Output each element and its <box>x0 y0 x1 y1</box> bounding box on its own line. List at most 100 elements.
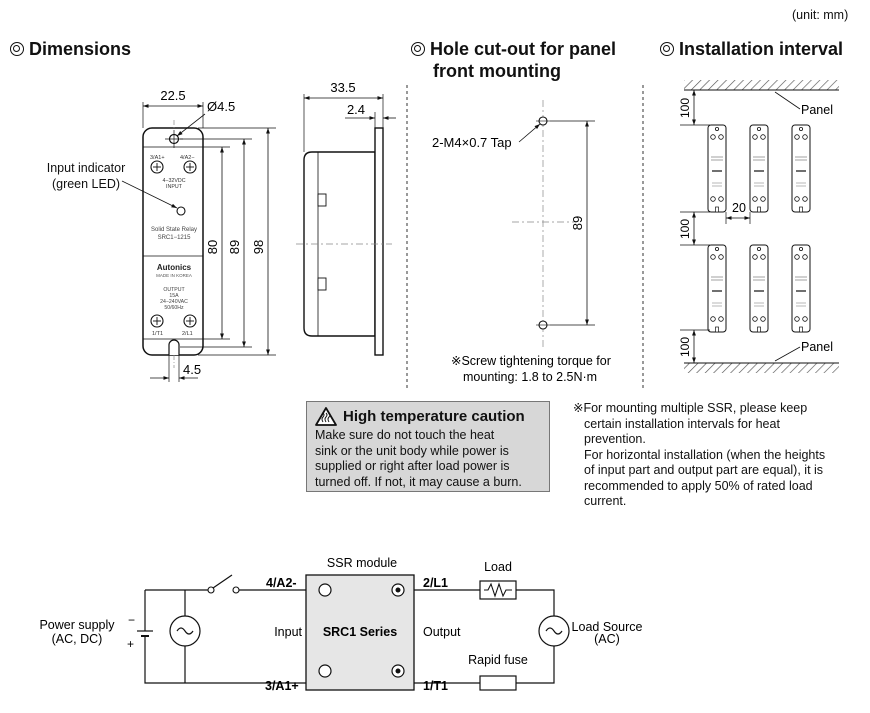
side-heatsink-flange <box>374 127 384 356</box>
caution-line-2: sink or the unit body while power is <box>315 443 509 458</box>
mini-ssr-screw-icon <box>760 134 766 140</box>
mini-ssr-screw-icon <box>718 316 724 322</box>
mini-ssr-slot <box>799 206 803 213</box>
circuit-term-a2: 4/A2- <box>266 576 297 590</box>
front-input-spec-1: 4−32VDC <box>162 178 185 184</box>
unit-note: (unit: mm) <box>792 8 849 22</box>
dim-hole-dia-label: Ø4.5 <box>207 99 235 114</box>
torque-note-line2: mounting: 1.8 to 2.5N·m <box>463 370 597 384</box>
dim-depth-label: 33.5 <box>330 80 355 95</box>
mini-ssr-hole-icon <box>715 246 720 251</box>
circuit-term-l1: 2/L1 <box>423 576 448 590</box>
mini-ssr-hole-icon <box>757 246 762 251</box>
panel-top-label: Panel <box>801 103 833 117</box>
interval-100-mid: 100 <box>678 219 692 239</box>
mini-ssr-screw-icon <box>710 196 716 202</box>
hole-cutout-heading-line1: Hole cut-out for panel <box>430 39 616 59</box>
mounting-note-line-6: recommended to apply 50% of rated load <box>584 478 813 493</box>
load-resistor-icon <box>479 580 517 600</box>
hole-dim-89-label: 89 <box>570 216 585 230</box>
interval-100-top: 100 <box>678 98 692 118</box>
mounting-note-line-2: certain installation intervals for heat <box>584 416 780 431</box>
load-source-label-2: (AC) <box>594 632 620 646</box>
circle-bullet-icon <box>660 42 674 56</box>
ssr-module-label: SSR module <box>327 556 397 570</box>
mini-ssr-screw-icon <box>760 254 766 260</box>
mini-ssr-screw-icon <box>718 134 724 140</box>
input-label: Input <box>274 625 302 639</box>
installed-ssr-units <box>707 124 811 333</box>
front-output-4: 50/60Hz <box>164 305 184 311</box>
mini-ssr-slot <box>715 206 719 213</box>
front-term-l1: 2/L1 <box>182 331 193 337</box>
switch-contact-right-icon <box>232 586 240 594</box>
side-view: 33.5 2.4 <box>296 80 396 356</box>
front-dimension-lines: 22.5 Ø4.5 80 89 98 4.5 <box>142 88 276 382</box>
mini-ssr-slot <box>799 326 803 333</box>
input-led-icon <box>176 206 186 216</box>
hole-cutout-drawing: 2-M4×0.7 Tap 89 ※Screw tightening torque… <box>432 100 611 384</box>
rapid-fuse-icon <box>479 675 517 691</box>
wiring-diagram: − + SRC1 Series SSR module Input Output … <box>39 556 642 693</box>
installed-ssr-unit <box>791 124 811 213</box>
mounting-note-line-5: of input part and output part are equal)… <box>584 463 824 477</box>
mounting-note-line-3: prevention. <box>584 432 646 446</box>
installed-ssr-unit <box>749 244 769 333</box>
mini-ssr-screw-icon <box>794 134 800 140</box>
dim-98-label: 98 <box>251 240 266 254</box>
bottom-slot <box>168 339 180 355</box>
supply-minus: − <box>128 613 135 627</box>
mounting-note-line-4: For horizontal installation (when the he… <box>584 447 826 462</box>
front-view: 3/A1+ 4/A2− 4−32VDC INPUT Solid State Re… <box>121 120 204 368</box>
mini-ssr-screw-icon <box>794 196 800 202</box>
dimensions-heading: Dimensions <box>10 38 131 60</box>
front-output-2: 15A <box>169 293 179 299</box>
caution-line-1: Make sure do not touch the heat <box>315 428 495 442</box>
mini-ssr-screw-icon <box>710 316 716 322</box>
installation-heading: Installation interval <box>660 38 843 60</box>
torque-note-line1: ※Screw tightening torque for <box>451 354 611 368</box>
mini-ssr-screw-icon <box>718 254 724 260</box>
rapid-fuse-label: Rapid fuse <box>468 653 528 667</box>
mini-ssr-screw-icon <box>802 196 808 202</box>
switch-lever[interactable] <box>212 574 233 589</box>
circle-bullet-icon <box>10 42 24 56</box>
mini-ssr-screw-icon <box>802 254 808 260</box>
front-input-spec-2: INPUT <box>166 184 183 190</box>
circuit-term-t1: 1/T1 <box>423 679 448 693</box>
circuit-term-a1: 3/A1+ <box>265 679 299 693</box>
switch-contact-left-icon <box>207 586 215 594</box>
caution-line-3: supplied or right after load power is <box>315 459 510 473</box>
installed-ssr-unit <box>791 244 811 333</box>
front-device-model: SRC1−1215 <box>158 235 192 241</box>
ssr-terminal-a1-icon <box>318 664 332 678</box>
dim-4-5-label: 4.5 <box>183 362 201 377</box>
front-term-a2: 4/A2− <box>180 155 195 161</box>
caution-title: High temperature caution <box>315 407 541 426</box>
mini-ssr-screw-icon <box>752 316 758 322</box>
load-label: Load <box>484 560 512 574</box>
mini-ssr-screw-icon <box>794 316 800 322</box>
circuit-wires <box>144 589 555 684</box>
dim-width-label: 22.5 <box>160 88 185 103</box>
input-indicator-line1: Input indicator <box>46 161 126 175</box>
tap-label: 2-M4×0.7 Tap <box>432 135 512 150</box>
installation-drawing: Panel Panel 100 100 100 20 <box>678 80 839 373</box>
circle-bullet-icon <box>411 42 425 56</box>
front-brand-logo: Autonics <box>157 263 192 272</box>
dimensions-heading-text: Dimensions <box>29 39 132 59</box>
input-indicator-label: Input indicator (green LED) <box>36 161 136 192</box>
dim-89-label: 89 <box>227 240 242 254</box>
mounting-note: ※For mounting multiple SSR, please keep … <box>573 401 863 510</box>
panel-bottom-hatch <box>684 363 839 373</box>
ssr-terminal-a2-icon <box>318 583 332 597</box>
mini-ssr-screw-icon <box>752 134 758 140</box>
ssr-series-label: SRC1 Series <box>323 625 397 639</box>
installed-ssr-unit <box>707 244 727 333</box>
mini-ssr-hole-icon <box>799 127 804 132</box>
caution-text: Make sure do not touch the heat sink or … <box>315 428 541 490</box>
mini-ssr-screw-icon <box>752 254 758 260</box>
installed-ssr-unit <box>707 124 727 213</box>
panel-top-hatch <box>684 80 839 90</box>
mini-ssr-screw-icon <box>802 134 808 140</box>
